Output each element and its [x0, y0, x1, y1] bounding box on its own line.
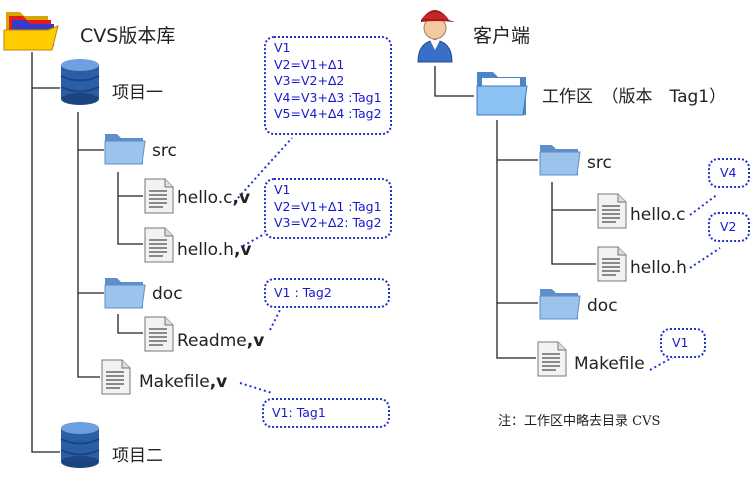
client-src-folder-icon[interactable] [538, 140, 582, 178]
doc-folder-icon[interactable] [103, 273, 147, 311]
client-hello-h-version-callout: V2 [708, 212, 750, 242]
repository-title: CVS版本库 [80, 25, 176, 47]
client-hello-h-label: hello.h [630, 258, 687, 278]
client-hello-c-label: hello.c [630, 205, 686, 225]
repo-hello-c-label: hello.c,v [177, 188, 251, 208]
workspace-label: 工作区 （版本 Tag1） [542, 87, 727, 107]
repo-src-label: src [152, 141, 177, 161]
hello-h-file-icon[interactable] [143, 226, 175, 264]
client-title: 客户端 [473, 25, 531, 47]
workspace-folder-icon[interactable] [474, 66, 530, 120]
workspace-footnote: 注：工作区中略去目录 CVS [498, 414, 661, 429]
hello-c-versions-callout: V1 V2=V1+∆1 V3=V2+∆2 V4=V3+∆3 :Tag1 V5=V… [264, 36, 392, 135]
repo-readme-label: Readme,v [177, 331, 265, 351]
client-hello-c-version-callout: V4 [708, 158, 750, 188]
client-hello-h-file-icon[interactable] [596, 245, 628, 283]
client-doc-folder-icon[interactable] [538, 284, 582, 322]
client-src-label: src [587, 153, 612, 173]
client-makefile-label: Makefile [574, 354, 645, 374]
user-avatar-icon [417, 10, 455, 63]
project-database-icon [60, 59, 100, 105]
repo-makefile-label: Makefile,v [139, 372, 228, 392]
readme-file-icon[interactable] [143, 315, 175, 353]
client-makefile-version-callout: V1 [660, 328, 706, 358]
makefile-versions-callout: V1: Tag1 [262, 398, 390, 428]
repository-folders-icon [3, 12, 59, 51]
project-database-icon [60, 422, 100, 468]
readme-versions-callout: V1 : Tag2 [264, 278, 390, 308]
src-folder-icon[interactable] [103, 129, 147, 167]
makefile-file-icon[interactable] [100, 358, 132, 396]
project2-label: 项目二 [112, 446, 163, 466]
client-doc-label: doc [587, 296, 618, 316]
client-hello-c-file-icon[interactable] [596, 192, 628, 230]
repo-hello-h-label: hello.h,v [177, 240, 252, 260]
hello-c-file-icon[interactable] [143, 177, 175, 215]
hello-h-versions-callout: V1 V2=V1+∆1 :Tag1 V3=V2+∆2: Tag2 [264, 178, 392, 239]
repo-doc-label: doc [152, 284, 183, 304]
client-makefile-file-icon[interactable] [536, 340, 568, 378]
project1-label: 项目一 [112, 83, 163, 103]
